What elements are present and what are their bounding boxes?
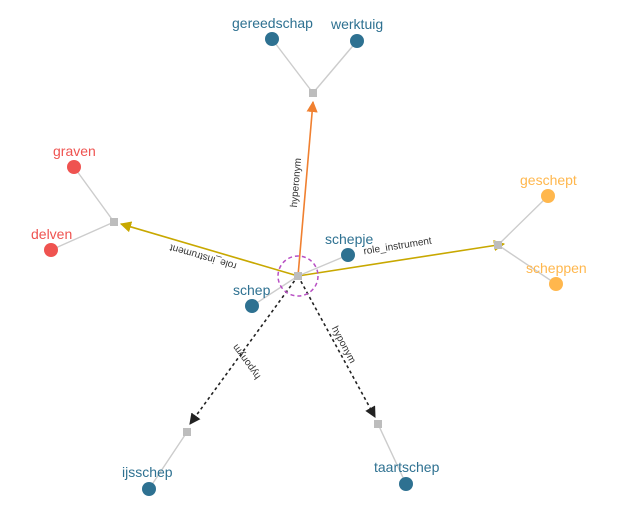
role-left-synset-node[interactable] xyxy=(110,218,118,226)
word-dot-gereedschap[interactable] xyxy=(265,32,279,46)
hyponym-edge-right xyxy=(297,275,376,418)
hyperonym-edge-label: hyperonym xyxy=(289,158,304,208)
word-dot-werktuig[interactable] xyxy=(350,34,364,48)
center-synset-node[interactable] xyxy=(294,272,302,280)
role-right-synset-node[interactable] xyxy=(494,241,502,249)
word-dot-delven[interactable] xyxy=(44,243,58,257)
word-dot-schepje[interactable] xyxy=(341,248,355,262)
hyponym-label-left: hyponym xyxy=(231,342,264,381)
word-label-delven[interactable]: delven xyxy=(31,226,72,242)
role-instrument-edge-right xyxy=(297,240,506,277)
word-label-gereedschap[interactable]: gereedschap xyxy=(232,15,313,31)
role-instrument-edge-left xyxy=(119,221,299,277)
word-label-schepje[interactable]: schepje xyxy=(325,231,373,247)
word-dot-schep[interactable] xyxy=(245,299,259,313)
word-dot-taartschep[interactable] xyxy=(399,477,413,491)
word-label-scheppen[interactable]: scheppen xyxy=(526,260,587,276)
role-instrument-label-left: role_instrument xyxy=(168,242,237,272)
center-highlight-ring xyxy=(277,255,319,297)
hyponym-edge-left xyxy=(189,275,299,425)
word-dot-ijsschep[interactable] xyxy=(142,482,156,496)
word-dot-geschept[interactable] xyxy=(541,189,555,203)
word-label-schep[interactable]: schep xyxy=(233,282,271,298)
hyperonym-synset-node[interactable] xyxy=(309,89,317,97)
hyperonym-edge xyxy=(297,100,318,277)
word-dot-scheppen[interactable] xyxy=(549,277,563,291)
hyponym-left-synset-node[interactable] xyxy=(183,428,191,436)
word-links xyxy=(50,38,557,490)
word-label-taartschep[interactable]: taartschep xyxy=(374,459,440,475)
word-label-geschept[interactable]: geschept xyxy=(520,172,577,188)
word-label-ijsschep[interactable]: ijsschep xyxy=(122,464,173,480)
word-dot-graven[interactable] xyxy=(67,160,81,174)
hyponym-label-right: hyponym xyxy=(329,324,358,365)
hyponym-right-synset-node[interactable] xyxy=(374,420,382,428)
word-label-werktuig[interactable]: werktuig xyxy=(330,16,383,32)
word-label-graven[interactable]: graven xyxy=(53,143,96,159)
